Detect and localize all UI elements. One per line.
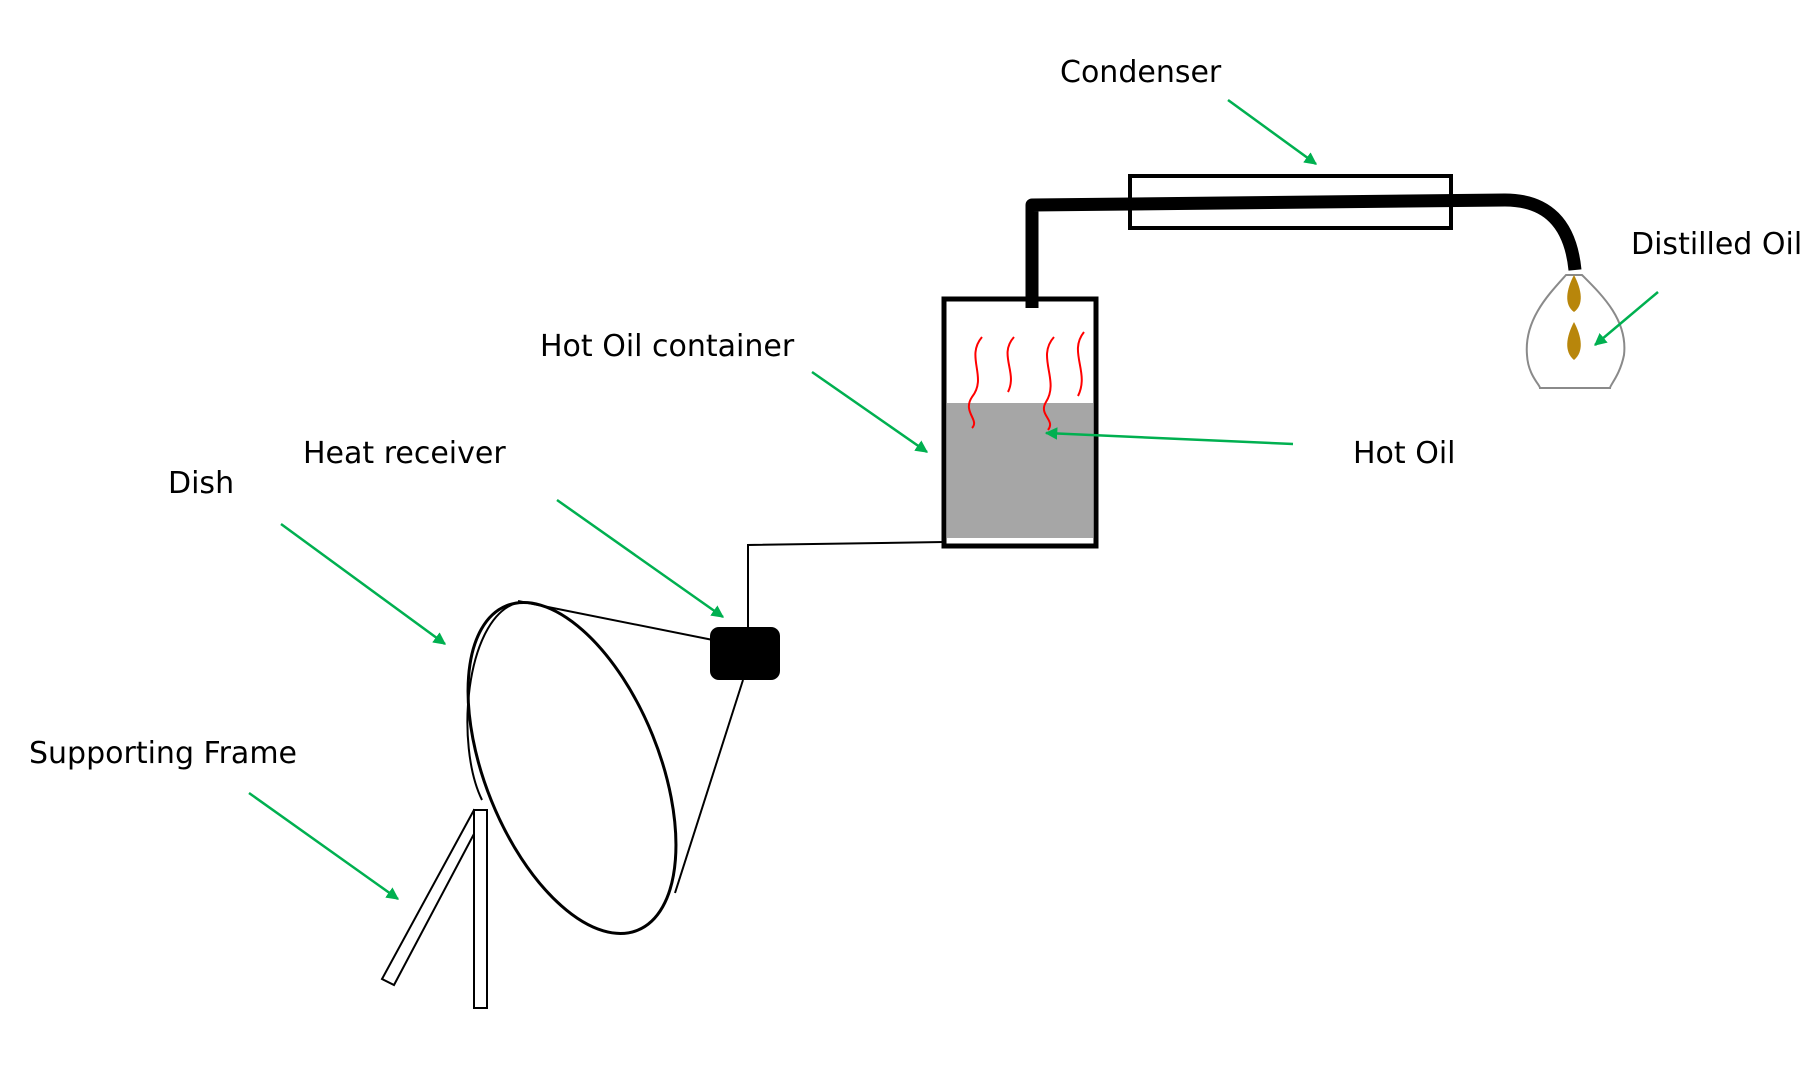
- supporting-frame-arrow: [248, 791, 400, 901]
- distilled-oil-label: Distilled Oil: [1631, 227, 1802, 262]
- heat-receiver-arrow: [556, 498, 725, 619]
- supporting-frame-label: Supporting Frame: [29, 736, 297, 771]
- condenser-arrow: [1227, 98, 1318, 166]
- hot-oil-label: Hot Oil: [1353, 436, 1456, 471]
- heat-waves: [967, 331, 1085, 431]
- droplet-icon: [1567, 322, 1581, 360]
- hot-oil-container-arrow: [811, 370, 929, 454]
- heat-receiver: [710, 627, 780, 680]
- distilled-oil-arrow: [1594, 291, 1659, 346]
- callout-arrows: [248, 98, 1659, 901]
- dish-arrow: [280, 522, 447, 646]
- heat-receiver-label: Heat receiver: [303, 436, 506, 471]
- dish: [466, 601, 678, 935]
- hot-oil-container: [941, 296, 1099, 549]
- supporting-frame: [380, 808, 488, 1009]
- droplet-icon: [1567, 275, 1581, 312]
- vapour-pipe: [1025, 193, 1582, 308]
- hot-oil-arrow: [1044, 427, 1294, 446]
- collection-flask: [1525, 274, 1626, 389]
- receiver-support-lines: [517, 600, 744, 894]
- hot-oil-fill: [947, 403, 1093, 538]
- condenser-label: Condenser: [1060, 55, 1222, 90]
- hot-oil-container-label: Hot Oil container: [540, 329, 795, 364]
- dish-label: Dish: [168, 466, 234, 501]
- receiver-pipe: [747, 541, 945, 630]
- condenser: [1128, 174, 1453, 230]
